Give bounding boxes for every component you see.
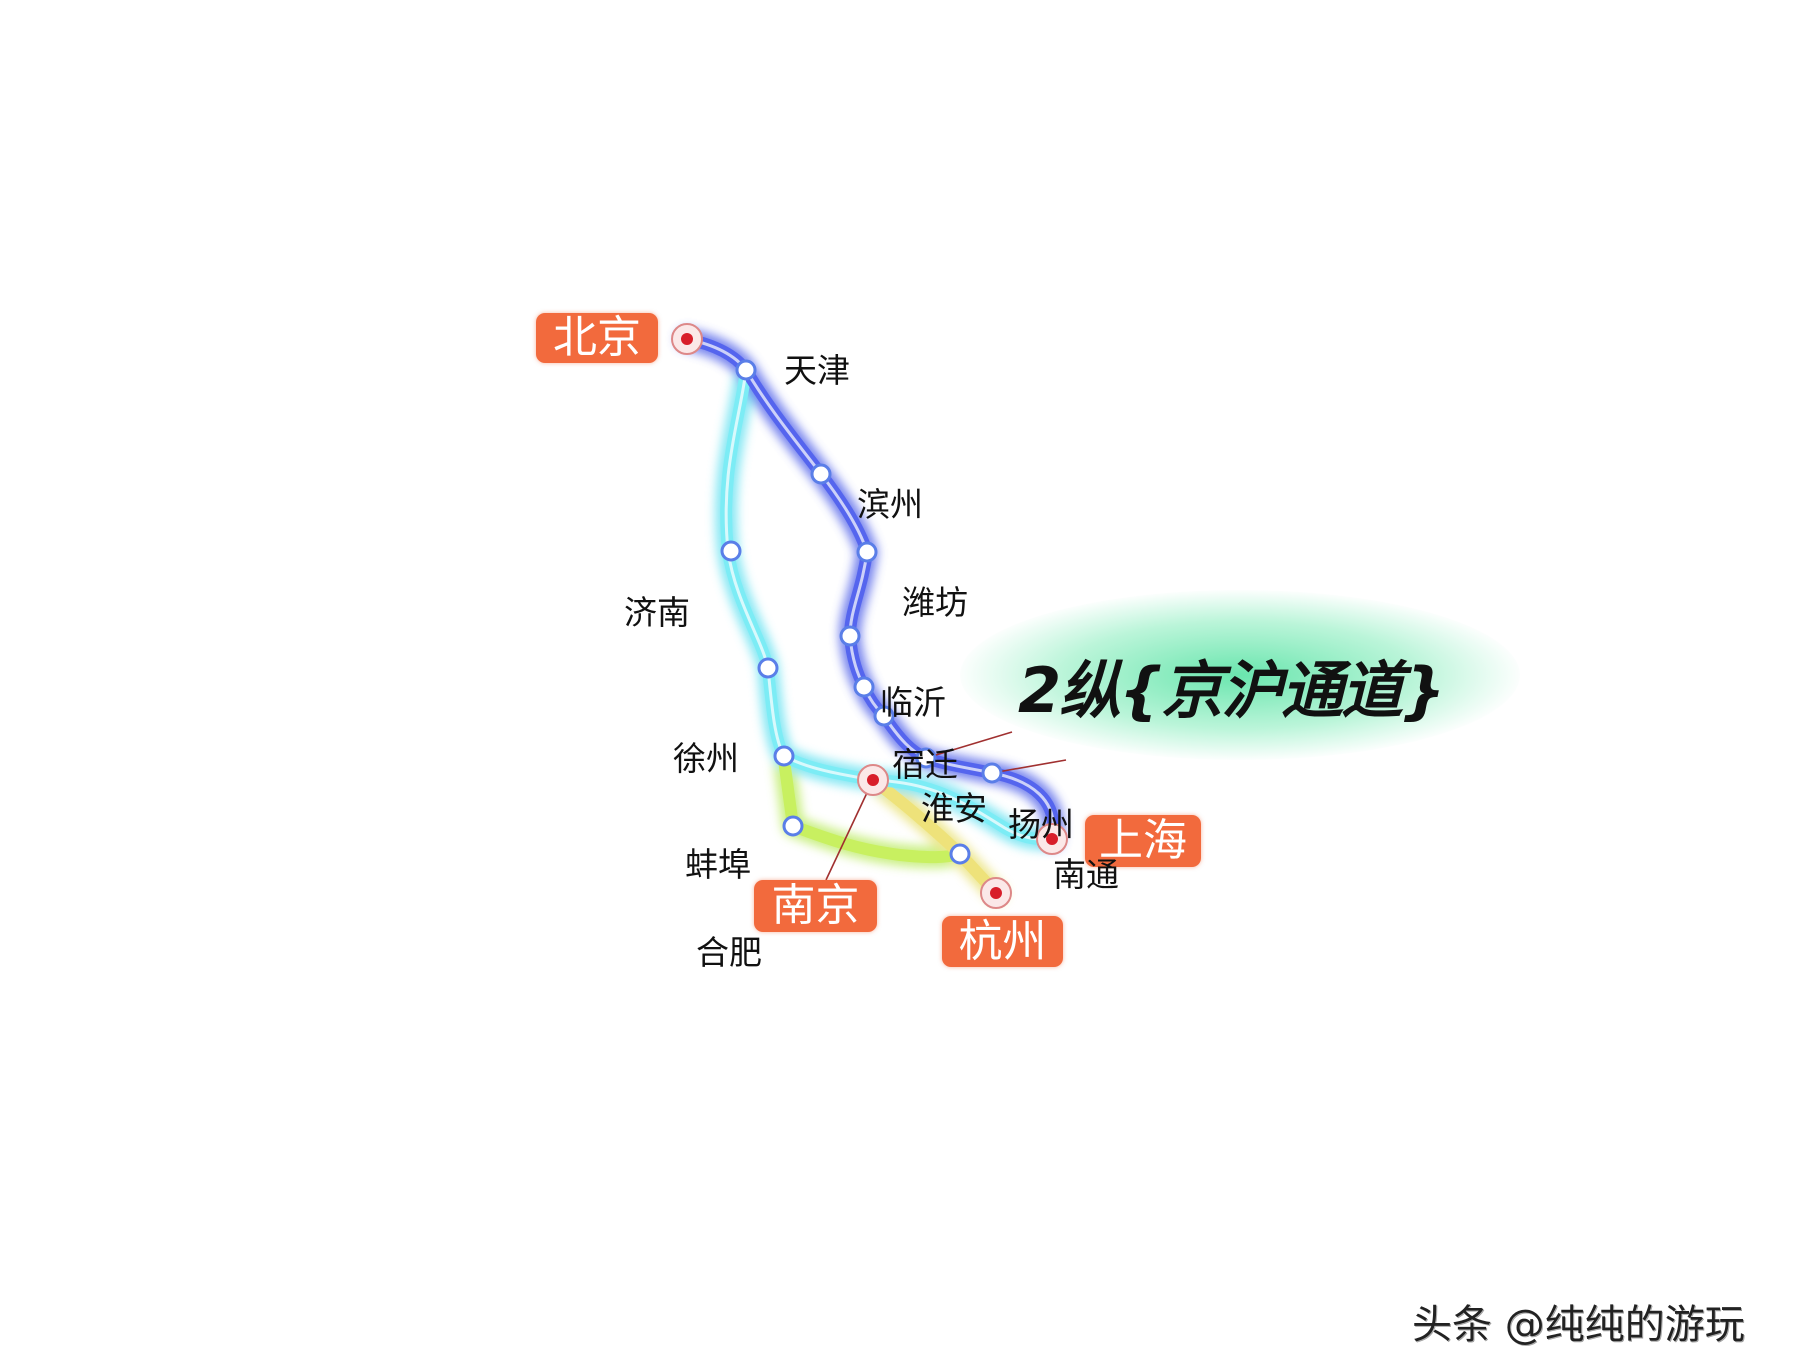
major-station-beijing [671,323,703,355]
leader-nanjing [825,779,874,881]
station-jinan [720,540,742,562]
map-title: 2纵{京沪通道} [1018,654,1445,727]
label-nantong: 南通 [1053,855,1119,894]
hefei-line [778,754,966,864]
station-huzhou [949,843,971,865]
city-badge-shanghai: 上海 [1085,815,1201,867]
major-station-shanghai [1036,823,1068,855]
station-huaian [873,705,895,727]
city-badge-nanjing: 南京 [754,880,877,932]
station-tianjin [735,359,757,381]
city-badge-beijing: 北京 [536,313,658,363]
title-glow [960,590,1520,760]
station-bengbu [773,745,795,767]
leader-nantong [991,759,1067,774]
label-tianjin: 天津 [784,351,850,390]
label-xuzhou: 徐州 [673,739,739,778]
station-binzhou [810,463,832,485]
label-suqian: 宿迁 [892,745,958,784]
label-hefei: 合肥 [696,933,762,972]
label-jinan: 济南 [624,593,690,632]
station-suqian [853,676,875,698]
label-yangzhou: 扬州 [1008,805,1074,844]
station-linyi [839,625,861,647]
leader-yangzhou [925,731,1013,759]
station-xuzhou [757,657,779,679]
station-nantong [981,762,1003,784]
major-station-nanjing [857,764,889,796]
label-huaian: 淮安 [921,789,987,828]
station-weifang [856,541,878,563]
label-binzhou: 滨州 [857,485,923,524]
watermark: 头条 @纯纯的游玩 [1412,1302,1745,1348]
label-bengbu: 蚌埠 [685,845,751,884]
label-linyi: 临沂 [880,683,946,722]
label-weifang: 潍坊 [902,583,968,622]
major-station-hangzhou [980,877,1012,909]
city-badge-hangzhou: 杭州 [942,916,1063,967]
station-hefei [782,815,804,837]
station-yangzhou [915,747,937,769]
